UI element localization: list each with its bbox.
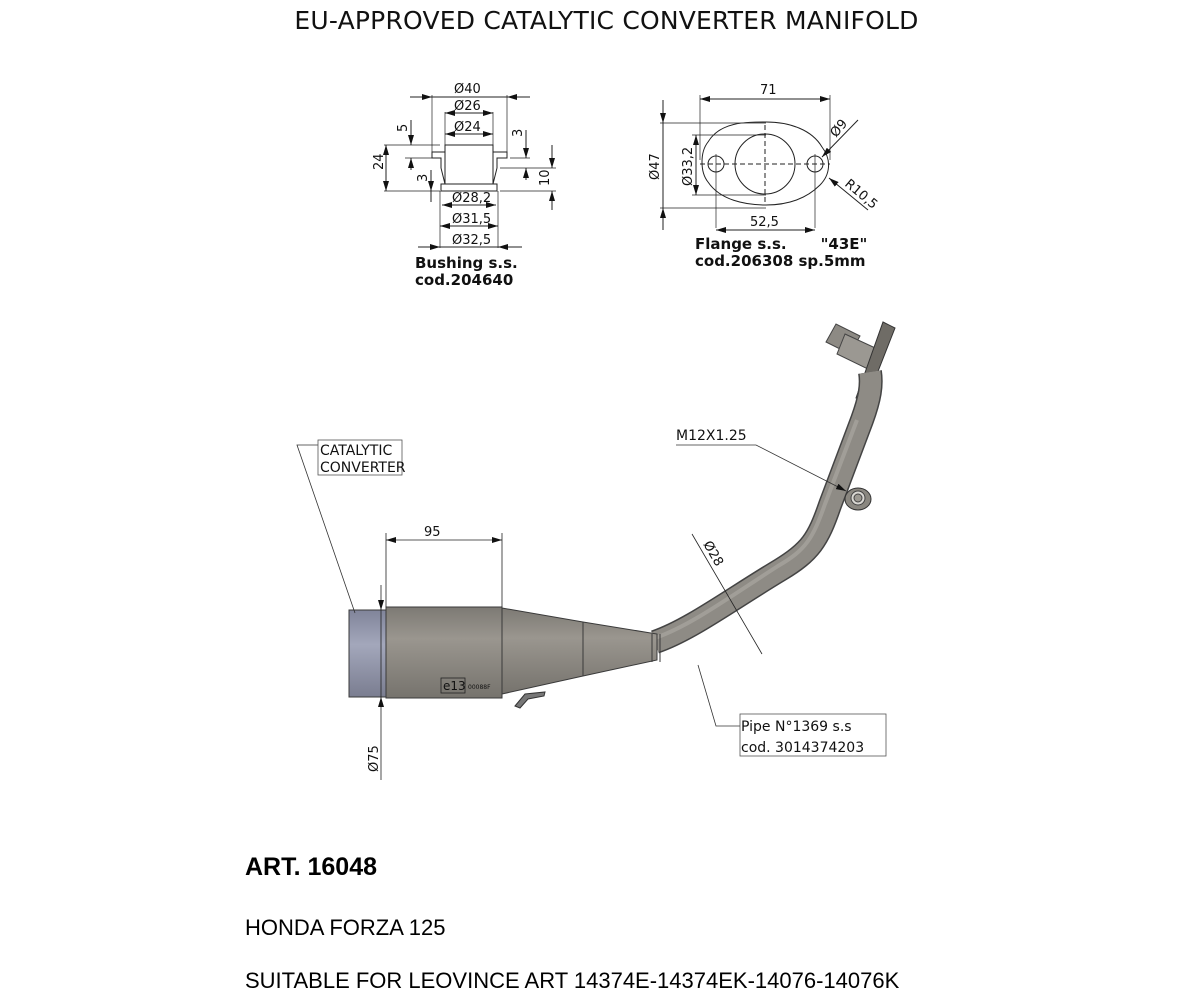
flange-caption: Flange s.s. "43E" cod.206308 sp.5mm — [695, 236, 867, 270]
mounting-bracket — [514, 691, 546, 709]
catalytic-label-line1: CATALYTIC — [320, 443, 392, 459]
homologation-mark: e13 — [443, 679, 466, 693]
catalytic-label-line2: CONVERTER — [320, 460, 406, 476]
flange-caption-code: "43E" — [820, 235, 868, 253]
svg-text:Ø47: Ø47 — [648, 153, 663, 180]
svg-text:Ø28,2: Ø28,2 — [452, 191, 491, 206]
page-title: EU-APPROVED CATALYTIC CONVERTER MANIFOLD — [294, 6, 919, 35]
pipe-label-line2: cod. 3014374203 — [741, 740, 864, 756]
svg-text:3: 3 — [416, 174, 431, 182]
bushing-caption: Bushing s.s. cod.204640 — [415, 255, 518, 289]
svg-text:Ø31,5: Ø31,5 — [452, 212, 491, 227]
bushing-caption-line2: cod.204640 — [415, 271, 514, 289]
svg-text:10: 10 — [538, 169, 553, 186]
bushing-dimensions: Ø40 Ø26 Ø24 Ø28,2 Ø31,5 Ø32,5 24 5 3 3 1… — [372, 82, 553, 248]
dim-d75: Ø75 — [367, 745, 382, 772]
svg-text:71: 71 — [760, 83, 777, 98]
svg-text:Ø9: Ø9 — [828, 117, 851, 141]
homologation-box — [440, 677, 466, 694]
bushing-drawing — [383, 94, 556, 250]
svg-text:52,5: 52,5 — [750, 215, 779, 230]
svg-text:24: 24 — [372, 153, 387, 170]
o2-sensor-boss — [844, 487, 872, 511]
bushing-caption-line1: Bushing s.s. — [415, 254, 518, 272]
manifold-annotations — [296, 439, 887, 780]
svg-text:3: 3 — [511, 129, 526, 137]
flange-drawing — [660, 95, 869, 233]
svg-text:Ø32,5: Ø32,5 — [452, 233, 491, 248]
article-number: ART. 16048 — [245, 853, 378, 881]
pipe-label-line1: Pipe N°1369 s.s — [741, 719, 852, 735]
thread-label: M12X1.25 — [676, 428, 747, 444]
converter-body — [385, 606, 503, 699]
catalytic-converter-core — [348, 609, 387, 698]
svg-text:Ø33,2: Ø33,2 — [681, 147, 696, 186]
svg-text:5: 5 — [396, 124, 411, 132]
homologation-code: 00088F — [468, 684, 491, 691]
dim-95: 95 — [424, 525, 441, 540]
svg-text:Ø26: Ø26 — [454, 99, 481, 114]
vehicle-model: HONDA FORZA 125 — [245, 915, 446, 940]
compatibility-note: SUITABLE FOR LEOVINCE ART 14374E-14374EK… — [245, 968, 900, 993]
outlet-cone — [501, 607, 658, 695]
flange-caption-line1: Flange s.s. — [695, 235, 787, 253]
svg-text:R10,5: R10,5 — [841, 177, 880, 213]
exhaust-manifold: e13 00088F — [348, 321, 896, 709]
svg-text:Ø24: Ø24 — [454, 120, 481, 135]
flange-caption-line2: cod.206308 sp.5mm — [695, 252, 866, 270]
manifold-labels: CATALYTIC CONVERTER 95 Ø75 Ø28 M12X1.25 … — [320, 428, 864, 772]
svg-text:Ø40: Ø40 — [454, 82, 481, 97]
